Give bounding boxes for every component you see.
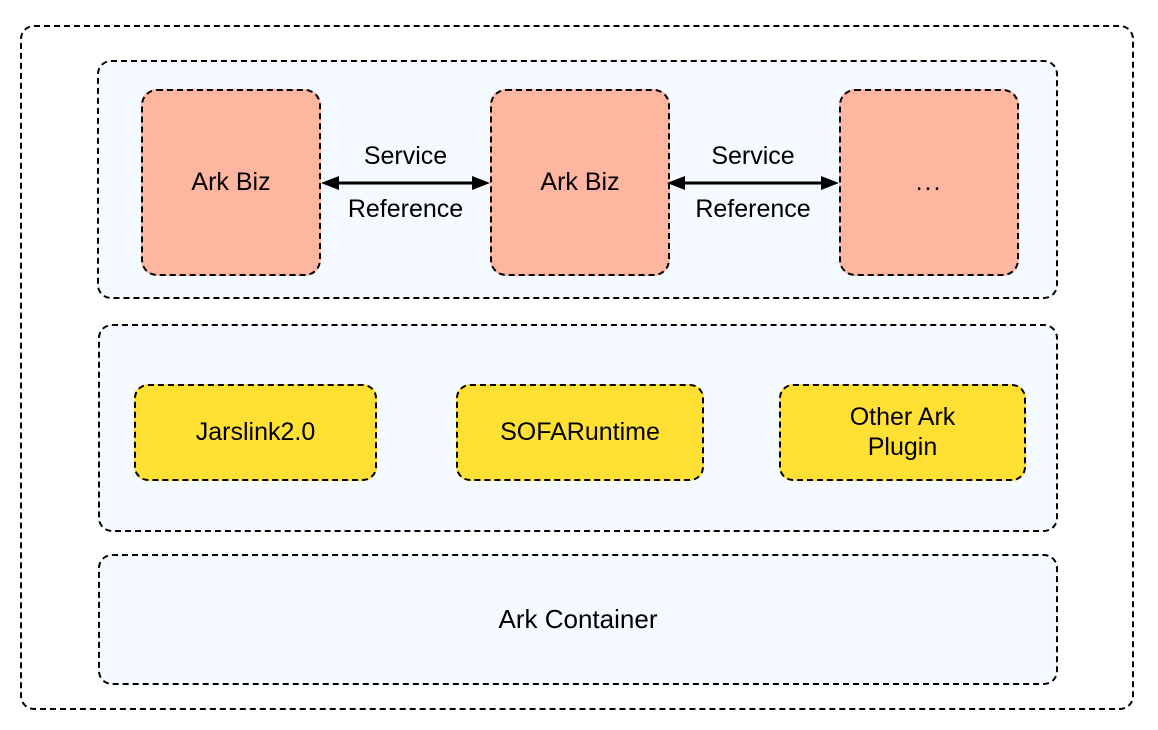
connector-1-label-bottom: Reference [347, 194, 464, 223]
plugin-layer-panel: Jarslink2.0 SOFARuntime Other Ark Plugin [98, 324, 1058, 532]
connector-service-reference-1: Service Reference [321, 89, 490, 276]
ark-container-panel[interactable]: Ark Container [98, 554, 1058, 685]
outer-ark-boundary: Ark Biz Service Reference Ark Biz Servic… [20, 25, 1134, 710]
double-headed-arrow-icon-2 [667, 175, 839, 190]
connector-1-label-top: Service [363, 141, 448, 170]
node-ark-biz-2-label: Ark Biz [540, 167, 620, 196]
node-plugin-sofaruntime[interactable]: SOFARuntime [456, 384, 704, 481]
node-plugin-jarslink-label: Jarslink2.0 [195, 417, 316, 446]
ark-container-label: Ark Container [498, 604, 658, 634]
node-plugin-sofaruntime-label: SOFARuntime [500, 417, 660, 446]
node-plugin-other-label: Other Ark Plugin [849, 403, 956, 461]
node-ark-biz-more[interactable]: ... [839, 89, 1019, 276]
connector-2-label-bottom: Reference [695, 194, 811, 223]
node-plugin-other[interactable]: Other Ark Plugin [779, 384, 1026, 481]
connector-service-reference-2: Service Reference [667, 89, 839, 276]
biz-layer-panel: Ark Biz Service Reference Ark Biz Servic… [97, 60, 1058, 299]
node-ark-biz-1[interactable]: Ark Biz [141, 89, 321, 276]
connector-2-label-top: Service [711, 141, 795, 170]
node-plugin-jarslink[interactable]: Jarslink2.0 [134, 384, 377, 481]
ark-container-label-wrapper: Ark Container [100, 556, 1056, 683]
node-ark-biz-more-label: ... [915, 167, 943, 196]
node-ark-biz-1-label: Ark Biz [191, 167, 271, 196]
double-headed-arrow-icon-1 [321, 175, 490, 190]
node-ark-biz-2[interactable]: Ark Biz [490, 89, 670, 276]
